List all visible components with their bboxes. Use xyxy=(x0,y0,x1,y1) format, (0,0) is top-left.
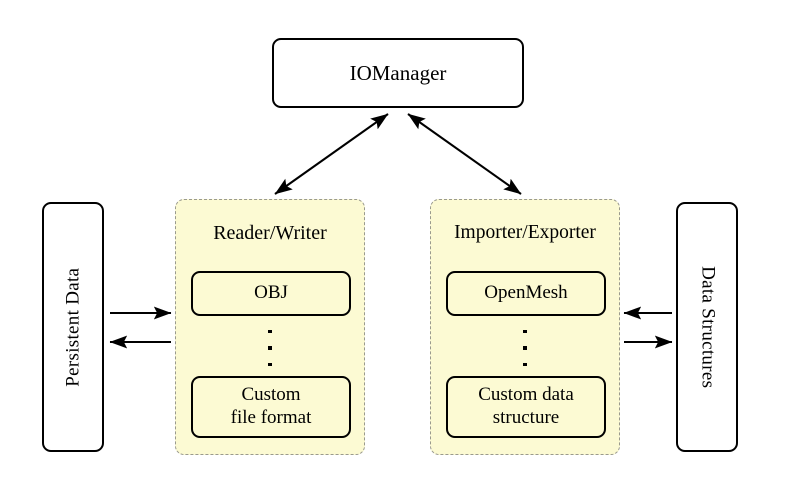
iomanager-label: IOManager xyxy=(349,60,447,85)
importer-exporter-ellipsis-icon xyxy=(431,330,619,366)
importer-exporter-item-custom-line2: structure xyxy=(492,407,560,428)
reader-writer-ellipsis-icon xyxy=(176,330,364,366)
importer-exporter-panel-title: Importer/Exporter xyxy=(454,222,596,243)
arrow-iomanager-reader-writer xyxy=(274,113,389,195)
data-structures-node[interactable]: Data Structures xyxy=(676,202,738,452)
data-structures-label: Data Structures xyxy=(697,265,719,389)
ellipsis-dot xyxy=(523,330,527,334)
ellipsis-dot xyxy=(268,362,272,366)
importer-exporter-item-openmesh-label: OpenMesh xyxy=(484,282,568,304)
reader-writer-item-custom-file-format[interactable]: Custom file format xyxy=(191,376,351,438)
iomanager-node[interactable]: IOManager xyxy=(272,38,524,108)
importer-exporter-item-custom-data-structure[interactable]: Custom data structure xyxy=(446,376,606,438)
importer-exporter-item-custom-line1: Custom data xyxy=(478,384,574,406)
ellipsis-dot xyxy=(268,346,272,350)
reader-writer-item-custom-line1: Custom xyxy=(241,384,301,406)
reader-writer-panel-title: Reader/Writer xyxy=(213,222,327,244)
reader-writer-item-obj-label: OBJ xyxy=(254,282,288,304)
persistent-data-label: Persistent Data xyxy=(61,267,83,387)
reader-writer-item-custom-line2: file format xyxy=(230,407,312,428)
importer-exporter-panel: Importer/Exporter OpenMesh Custom data s… xyxy=(430,199,620,455)
ellipsis-dot xyxy=(523,362,527,366)
reader-writer-panel: Reader/Writer OBJ Custom file format xyxy=(175,199,365,455)
persistent-data-node[interactable]: Persistent Data xyxy=(42,202,104,452)
arrow-iomanager-importer-exporter xyxy=(407,113,522,195)
importer-exporter-item-openmesh[interactable]: OpenMesh xyxy=(446,271,606,316)
reader-writer-item-obj[interactable]: OBJ xyxy=(191,271,351,316)
ellipsis-dot xyxy=(268,330,272,334)
ellipsis-dot xyxy=(523,346,527,350)
